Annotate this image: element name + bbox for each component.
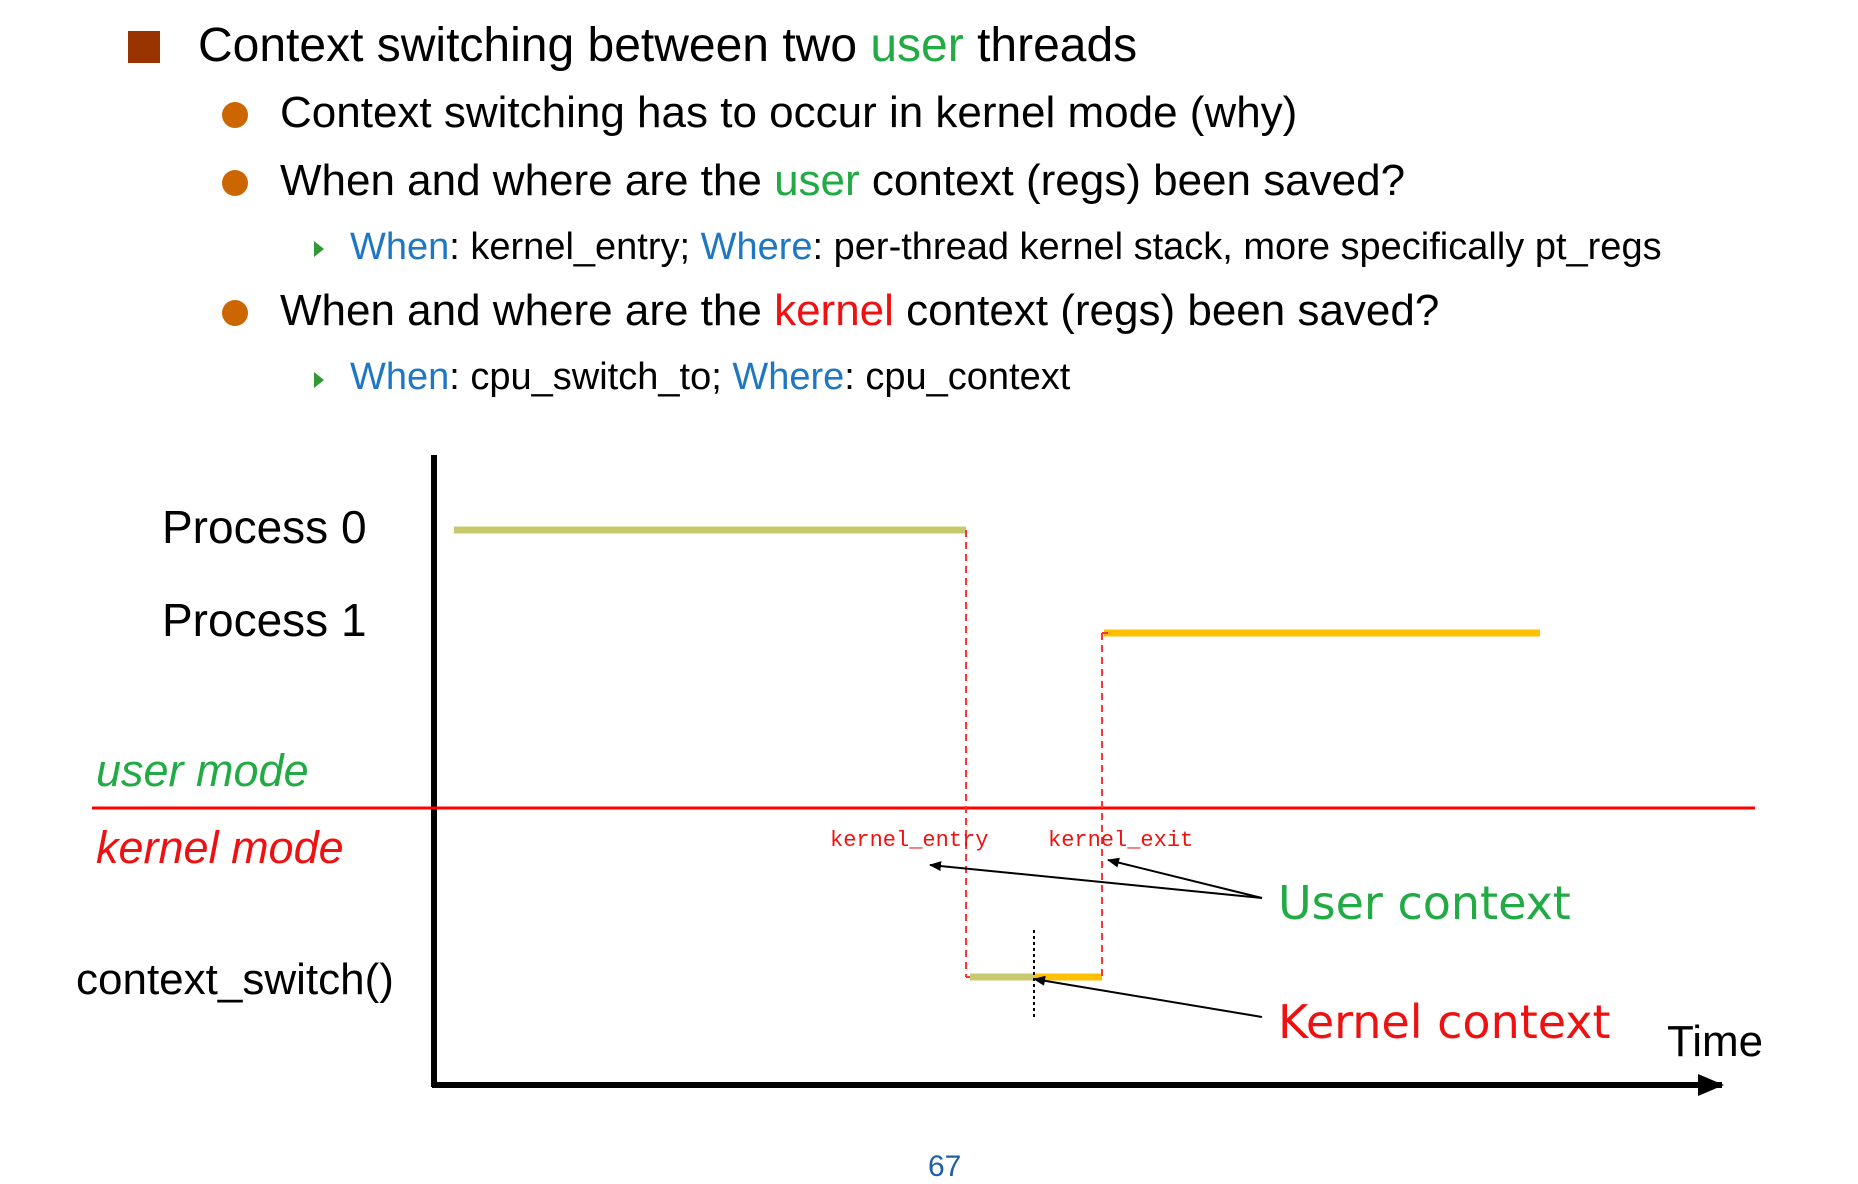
heading-text-post: threads [963, 19, 1138, 72]
bullet-list: Context switching between two user threa… [0, 0, 1858, 420]
bullet-kernel-context-highlight: kernel [774, 286, 894, 335]
user-context-arrow-entry [929, 861, 1263, 899]
where-label: Where [732, 356, 845, 398]
bullet-user-context-pre: When and where are the [280, 156, 775, 205]
process1-label: Process 1 [162, 594, 367, 646]
time-axis-label: Time [1667, 1017, 1763, 1066]
kernel-context-label: Kernel context [1278, 995, 1611, 1049]
when-label: When [350, 356, 450, 398]
square-bullet-icon [128, 31, 160, 63]
circle-bullet-icon [222, 102, 248, 128]
kernel-entry-label: kernel_entry [830, 828, 988, 853]
circle-bullet-icon [222, 170, 248, 196]
user-context-label: User context [1278, 876, 1571, 930]
bullet-kernel-context-pre: When and where are the [280, 286, 775, 335]
user-context-arrow-exit [1107, 857, 1263, 899]
sub-bullet-kernel-context: When: cpu_switch_to; Where: cpu_context [350, 356, 1070, 399]
kernel-exit-label: kernel_exit [1048, 828, 1193, 853]
bullet-why-kernel-text: Context switching has to occur in kernel… [280, 88, 1298, 137]
kernel-context-arrow [1033, 975, 1263, 1018]
heading-text-highlight: user [870, 19, 964, 72]
context-switch-label: context_switch() [76, 955, 394, 1004]
process0-label: Process 0 [162, 501, 367, 553]
circle-bullet-icon [222, 300, 248, 326]
when-label: When [350, 226, 450, 268]
when-value: : cpu_switch_to; [449, 356, 733, 398]
page-number: 67 [928, 1150, 962, 1183]
heading-bullet: Context switching between two user threa… [198, 18, 1137, 73]
bullet-user-context-post: context (regs) been saved? [859, 156, 1406, 205]
where-value: : per-thread kernel stack, more specific… [812, 226, 1662, 268]
sub-bullet-user-context: When: kernel_entry; Where: per-thread ke… [350, 226, 1662, 269]
bullet-why-kernel: Context switching has to occur in kernel… [280, 88, 1297, 138]
where-label: Where [700, 226, 813, 268]
where-value: : cpu_context [844, 356, 1071, 398]
bullet-user-context-highlight: user [774, 156, 860, 205]
triangle-bullet-icon [314, 372, 324, 388]
bullet-kernel-context: When and where are the kernel context (r… [280, 286, 1439, 336]
kernel-mode-label: kernel mode [96, 822, 344, 873]
bullet-kernel-context-post: context (regs) been saved? [893, 286, 1440, 335]
when-value: : kernel_entry; [449, 226, 701, 268]
heading-text-pre: Context switching between two [198, 19, 871, 72]
bullet-user-context: When and where are the user context (reg… [280, 156, 1405, 206]
user-mode-label: user mode [96, 745, 309, 796]
triangle-bullet-icon [314, 241, 324, 257]
